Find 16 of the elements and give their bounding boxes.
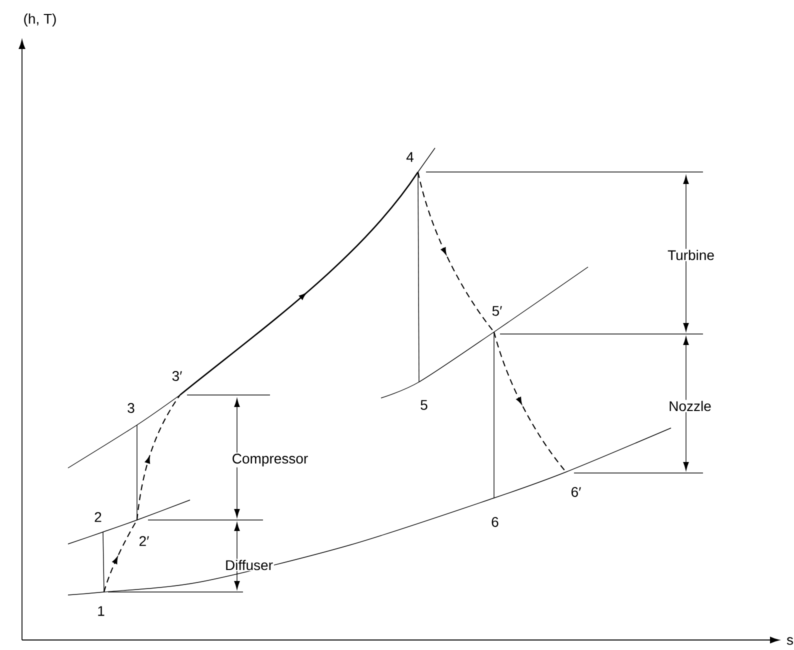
axis-label: (h, T): [24, 13, 56, 27]
point-label: 5′: [492, 306, 502, 316]
stage-label: Diffuser: [224, 558, 274, 572]
point-label: 6: [492, 517, 498, 527]
point-label: 2′: [140, 536, 149, 546]
axis-label: s: [786, 637, 793, 645]
stage-label: Compressor: [230, 452, 310, 468]
stage-label: Nozzle: [668, 400, 712, 412]
point-label: 4: [406, 152, 414, 162]
point-label: 3′: [172, 371, 182, 381]
point-label: 2: [94, 512, 102, 522]
stage-label: Turbine: [666, 248, 716, 262]
point-label: 5: [420, 400, 428, 410]
point-label: 3: [128, 403, 134, 413]
point-label: 6′: [572, 487, 581, 497]
point-label: 1: [98, 606, 104, 616]
